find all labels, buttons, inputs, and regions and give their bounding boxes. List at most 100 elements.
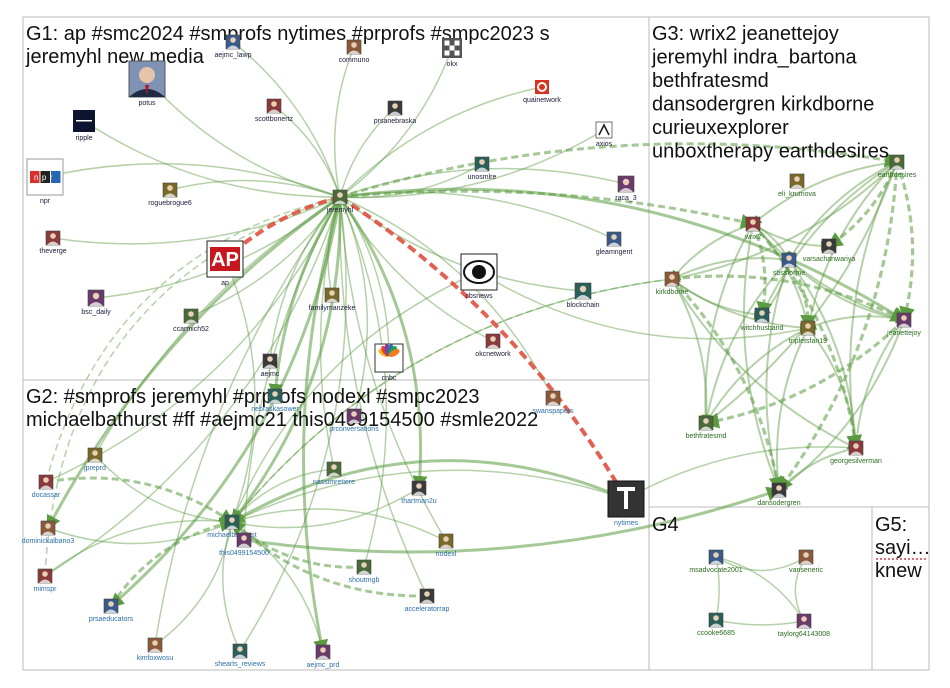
edge-scottbonertz-jeremyhl — [273, 105, 342, 199]
node-acceleratorrap[interactable]: acceleratorrap — [405, 588, 450, 613]
node-prsanebraska[interactable]: prsanebraska — [374, 100, 417, 125]
node-shoutmgb[interactable]: shoutmgb — [349, 559, 380, 584]
edge-prsanebraska-jeremyhl — [337, 107, 396, 199]
edge-jeremyhl-shoutmgb — [339, 196, 388, 569]
node-witchhusband[interactable]: witchhusband — [740, 307, 784, 332]
node-mimspr[interactable]: mimspr — [34, 568, 58, 593]
node-msadvocate2001[interactable]: msadvocate2001 — [689, 549, 743, 574]
edge-jeanettejoy-georgesilverman — [851, 319, 905, 450]
edge-nytimes-michaelbathurst — [229, 459, 627, 524]
node-nassimretiere[interactable]: nassimretiere — [313, 461, 355, 486]
node-cbsnews[interactable]: cbsnews — [460, 253, 498, 300]
edge-communo-jeremyhl — [333, 46, 355, 199]
node-familymanzeke[interactable]: familymanzeke — [309, 287, 356, 312]
node-kirkdborne[interactable]: kirkdborne — [656, 271, 689, 296]
node-wrix2[interactable]: wrix2 — [744, 216, 761, 241]
node-taylorg64143008[interactable]: taylorg64143008 — [778, 613, 830, 638]
node-label: roguebrogue6 — [148, 200, 192, 207]
avatar-icon — [796, 613, 812, 629]
node-okx[interactable]: okx — [442, 38, 462, 68]
node-docassar[interactable]: docassar — [32, 474, 61, 499]
node-aejmc_lawp[interactable]: aejmc_lawp — [215, 34, 252, 59]
node-label: cnbc — [382, 375, 397, 382]
edge-earthdesires-bethfratesmd — [704, 161, 898, 425]
node-ripple[interactable]: ripple — [73, 110, 95, 142]
edge-earthdesires-varsachanwariya — [826, 161, 899, 248]
avatar-icon — [326, 461, 342, 477]
avatar-icon — [419, 588, 435, 604]
node-nebraskasower[interactable]: nebraskasower — [251, 388, 299, 413]
node-shearts_reviews[interactable]: shearts_reviews — [215, 643, 266, 668]
node-communo[interactable]: communo — [339, 39, 370, 64]
edge-axios-jeremyhl — [338, 129, 605, 202]
node-gleamngent[interactable]: gleamngent — [596, 231, 633, 256]
node-eli_krumova[interactable]: eli_krumova — [778, 173, 816, 198]
node-this0499154500[interactable]: this0499154500 — [219, 532, 269, 557]
node-jeremyhl[interactable]: jeremyhl — [326, 189, 354, 214]
node-axios[interactable]: axios — [595, 121, 613, 148]
node-label: docassar — [32, 492, 61, 499]
node-quainetwork[interactable]: quainetwork — [523, 80, 561, 104]
edge-jeremyhl-kimfoxwosu — [152, 196, 341, 647]
avatar-icon — [789, 173, 805, 189]
node-jeanettejoy[interactable]: jeanettejoy — [886, 312, 921, 337]
node-label: blockchain — [566, 302, 599, 309]
node-thartman2u[interactable]: thartman2u — [401, 480, 437, 505]
node-tripletsfan19[interactable]: tripletsfan19 — [789, 320, 827, 345]
node-potus[interactable]: potus — [128, 60, 166, 107]
edge-jeremyhl-earthdesires — [339, 142, 900, 199]
node-raca_3[interactable]: raca_3 — [615, 175, 637, 202]
node-label: shearts_reviews — [215, 661, 266, 668]
node-prconversations[interactable]: prconversations — [329, 408, 379, 433]
avatar-icon — [45, 230, 61, 246]
group-title-line: curieuxexplorer — [652, 117, 789, 139]
node-bethfratesmd[interactable]: bethfratesmd — [686, 415, 727, 440]
node-dansodergren[interactable]: dansodergren — [757, 482, 801, 507]
node-label: communo — [339, 57, 370, 64]
edge-jeanettejoy-bethfratesmd — [702, 318, 906, 429]
node-blockchain[interactable]: blockchain — [566, 282, 600, 309]
edge-theverge-jeremyhl — [52, 196, 342, 245]
node-georgesilverman[interactable]: georgesilverman — [830, 440, 882, 465]
node-scottbonertz[interactable]: scottbonertz — [255, 98, 294, 123]
node-aejmc[interactable]: aejmc — [261, 353, 280, 378]
node-aejmc_prd[interactable]: aejmc_prd — [307, 644, 340, 669]
avatar-icon — [800, 320, 816, 336]
node-nytimes[interactable]: nytimes — [607, 480, 645, 527]
edge-wrix2-bethfratesmd — [700, 223, 754, 425]
node-earthdesires[interactable]: earthdesires — [878, 154, 917, 179]
avatar-icon — [798, 549, 814, 565]
node-bsc_daily[interactable]: bsc_daily — [81, 289, 111, 316]
node-okcnetwork[interactable]: okcnetwork — [475, 333, 511, 358]
node-swanspapers[interactable]: swanspapers — [532, 390, 574, 415]
edge-jeremyhl-prconversations — [339, 196, 369, 418]
node-jpreprd[interactable]: jpreprd — [83, 447, 106, 472]
node-roguebrogue6[interactable]: roguebrogue6 — [148, 182, 192, 207]
node-sbssforme[interactable]: sbssforme — [773, 252, 805, 277]
node-theverge[interactable]: theverge — [39, 230, 67, 255]
node-unosmlre[interactable]: unosmlre — [468, 156, 497, 181]
avatar-icon — [754, 307, 770, 323]
cnbc-logo-icon — [374, 343, 404, 373]
axios-logo-icon — [595, 121, 613, 139]
group-title-line: jeremyhl new media — [25, 46, 205, 68]
edge-jeremyhl-nytimes — [338, 195, 628, 502]
edge-jeremyhl-mimspr — [43, 196, 341, 577]
node-michaelbathurst[interactable]: michaelbathurst — [207, 514, 257, 539]
node-ccarmich52[interactable]: ccarmich52 — [173, 308, 209, 333]
node-cnbc[interactable]: cnbc — [374, 343, 404, 382]
node-prsaeducators[interactable]: prsaeducators — [89, 598, 134, 623]
edge-wrix2-georgesilverman — [751, 222, 863, 452]
edge-dominickalbano3-michaelbathurst — [47, 520, 234, 545]
node-vanseneric[interactable]: vanseneric — [789, 549, 823, 574]
node-varsachanwariya[interactable]: varsachanwariya — [803, 238, 856, 263]
node-ccooke6685[interactable]: ccooke6685 — [697, 612, 735, 637]
node-dominickalbano3[interactable]: dominickalbano3 — [22, 520, 75, 545]
avatar-icon — [574, 282, 592, 300]
edge-tripletsfan19-georgesilverman — [807, 327, 861, 450]
node-nodexl[interactable]: nodexl — [436, 533, 457, 558]
node-kimfoxwosu[interactable]: kimfoxwosu — [137, 637, 174, 662]
edge-jeremyhl-wrix2 — [339, 189, 756, 229]
